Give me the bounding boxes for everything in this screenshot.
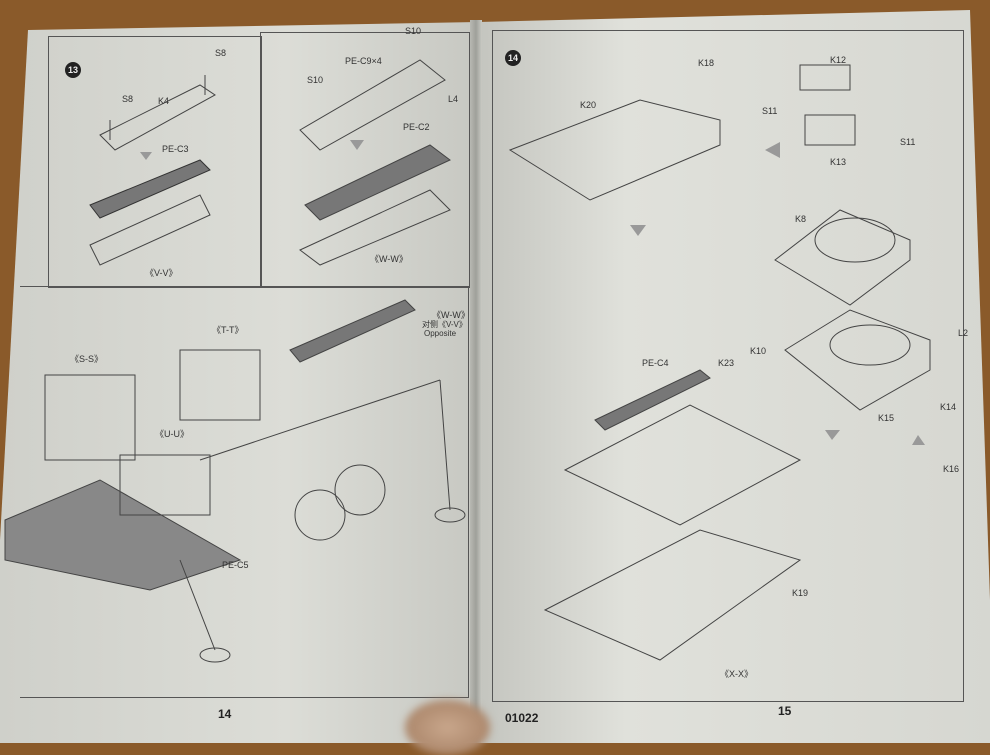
label-k4: K4 — [158, 96, 170, 106]
step-13-top-left-panel — [48, 36, 262, 288]
label-t-t: 《T-T》 — [212, 325, 244, 335]
label-k14: K14 — [940, 402, 957, 412]
label-l2: L2 — [958, 328, 969, 338]
label-w-w: 《W-W》 — [370, 254, 408, 264]
label-k15: K15 — [878, 413, 895, 423]
label-pe-c4: PE-C4 — [642, 358, 669, 368]
k10-part-drawing — [784, 309, 931, 411]
label-k20: K20 — [580, 100, 597, 110]
page-number-14: 14 — [218, 707, 232, 721]
label-s8-b: S8 — [122, 94, 134, 104]
label-pe-c9: PE-C9×4 — [345, 56, 382, 66]
label-k19: K19 — [792, 588, 809, 598]
k13-part-drawing — [799, 64, 856, 146]
pe-c4-mesh-drawing — [594, 369, 711, 431]
label-pe-c2: PE-C2 — [403, 122, 430, 132]
label-k23: K23 — [718, 358, 735, 368]
step-13-badge: 13 — [65, 62, 81, 78]
l4-part-drawing — [299, 59, 446, 151]
k23-frame-drawing — [563, 404, 802, 526]
label-x-x: 《X-X》 — [720, 669, 754, 679]
thumb-photo-artifact — [405, 700, 490, 755]
left-page — [0, 22, 478, 743]
label-s-s: 《S-S》 — [70, 354, 104, 364]
label-s11-a: S11 — [762, 106, 778, 116]
label-pe-c3: PE-C3 — [162, 144, 189, 154]
label-k18: K18 — [698, 58, 715, 68]
step-13-top-right-panel — [260, 32, 470, 288]
step-14-badge: 14 — [505, 50, 521, 66]
label-k8: K8 — [795, 214, 807, 224]
k4-part-drawing — [99, 75, 216, 151]
pe-c2-mesh-drawing — [304, 144, 451, 221]
label-u-u: 《U-U》 — [155, 429, 189, 439]
label-s11-b: S11 — [900, 137, 916, 147]
label-opposite: Opposite — [424, 329, 457, 338]
book-spine — [470, 20, 482, 743]
label-k10: K10 — [750, 346, 767, 356]
page-number-15: 15 — [778, 704, 792, 718]
label-s10-a: S10 — [405, 26, 422, 36]
label-w-w-main: 《W-W》 — [432, 310, 470, 320]
pe-c3-mesh-drawing — [89, 159, 211, 219]
label-k12: K12 — [830, 55, 847, 65]
label-s8-a: S8 — [215, 48, 227, 58]
arrows — [140, 140, 925, 445]
step-13-main-panel — [20, 286, 469, 698]
k19-frame-drawing — [543, 529, 802, 661]
k20-frame-drawing — [508, 99, 721, 201]
ww-part-drawing — [299, 189, 451, 266]
label-l4: L4 — [448, 94, 459, 104]
label-k13: K13 — [830, 157, 847, 167]
label-v-v: 《V-V》 — [145, 268, 178, 278]
trailer-drawing — [4, 299, 466, 663]
step-14-panel — [492, 30, 964, 702]
vv-part-drawing — [89, 194, 211, 266]
label-opposite-cn: 对侧《V-V》 — [422, 320, 467, 329]
label-s10-b: S10 — [307, 75, 324, 85]
k8-part-drawing — [774, 209, 911, 306]
catalog-number: 01022 — [505, 711, 539, 725]
label-pe-c5: PE-C5 — [222, 560, 249, 570]
label-k16: K16 — [943, 464, 960, 474]
